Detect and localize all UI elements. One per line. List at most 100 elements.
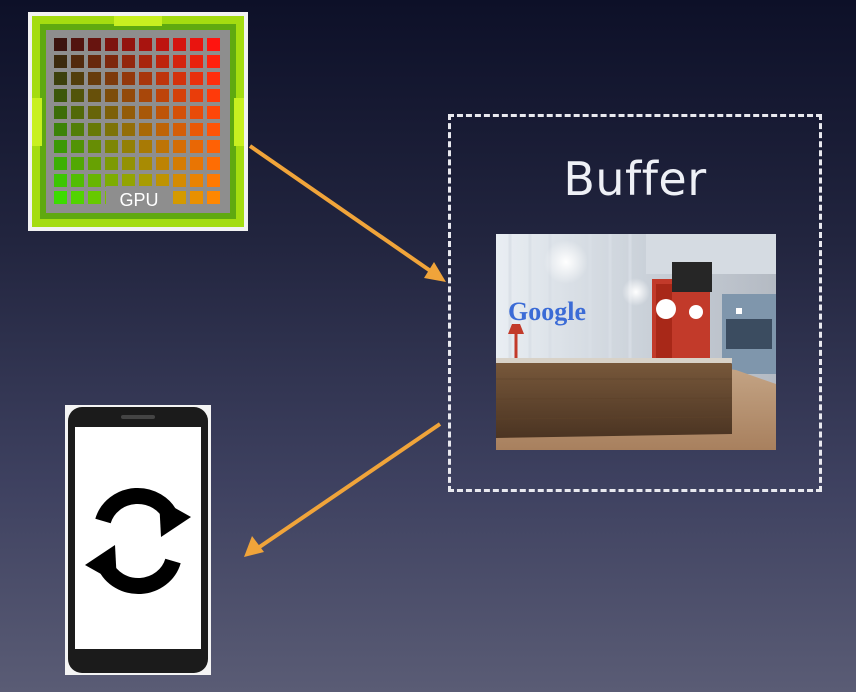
gpu-cell [139, 72, 152, 85]
gpu-cell [139, 89, 152, 102]
gpu-chip-icon: GPU [28, 12, 248, 231]
gpu-cell [173, 140, 186, 153]
gpu-cell [54, 38, 67, 51]
gpu-cell [207, 140, 220, 153]
gpu-cell [139, 55, 152, 68]
gpu-cell [54, 157, 67, 170]
gpu-cell [71, 38, 84, 51]
gpu-cell [105, 55, 118, 68]
gpu-cell [156, 157, 169, 170]
gpu-cell [105, 72, 118, 85]
gpu-cell [71, 157, 84, 170]
gpu-cell [71, 55, 84, 68]
google-logo: Google [508, 297, 586, 326]
gpu-cell [122, 55, 135, 68]
gpu-cell [207, 123, 220, 136]
gpu-cell [105, 157, 118, 170]
gpu-cell [207, 89, 220, 102]
buffer-frame [448, 114, 822, 492]
gpu-cell [88, 157, 101, 170]
gpu-cell [156, 89, 169, 102]
gpu-cell [88, 106, 101, 119]
gpu-cell [173, 174, 186, 187]
gpu-cell [156, 55, 169, 68]
gpu-cell [105, 123, 118, 136]
gpu-cell [156, 106, 169, 119]
gpu-cell [122, 89, 135, 102]
gpu-cell [173, 191, 186, 204]
office-lobby-photo: Google [496, 234, 776, 450]
gpu-cell [139, 123, 152, 136]
gpu-cell [139, 174, 152, 187]
gpu-cell [54, 55, 67, 68]
gpu-cell [156, 72, 169, 85]
gpu-cell [122, 38, 135, 51]
gpu-cell [207, 38, 220, 51]
gpu-cell [190, 72, 203, 85]
gpu-cell [207, 55, 220, 68]
gpu-cell [139, 157, 152, 170]
gpu-cell [54, 191, 67, 204]
gpu-cell [190, 191, 203, 204]
gpu-cell [88, 72, 101, 85]
gpu-cell [88, 140, 101, 153]
gpu-cell [88, 123, 101, 136]
gpu-cell [207, 191, 220, 204]
gpu-cell [54, 72, 67, 85]
gpu-cell [71, 106, 84, 119]
gpu-cell [105, 89, 118, 102]
gpu-cell [190, 157, 203, 170]
gpu-cell [173, 89, 186, 102]
gpu-cell [190, 140, 203, 153]
gpu-cell [173, 38, 186, 51]
gpu-cell [122, 106, 135, 119]
gpu-cell [122, 123, 135, 136]
gpu-cell [54, 174, 67, 187]
gpu-cell [88, 55, 101, 68]
gpu-cell [207, 106, 220, 119]
arrow-buffer-to-phone [244, 422, 442, 557]
gpu-cell [88, 191, 101, 204]
gpu-cell [173, 72, 186, 85]
gpu-cell [54, 123, 67, 136]
gpu-cell [156, 140, 169, 153]
gpu-cell [173, 123, 186, 136]
gpu-cell [122, 174, 135, 187]
gpu-cell [207, 157, 220, 170]
gpu-cell [207, 174, 220, 187]
gpu-cell [122, 157, 135, 170]
refresh-icon [85, 488, 191, 594]
gpu-cell [156, 174, 169, 187]
gpu-cell [190, 55, 203, 68]
gpu-cell [71, 123, 84, 136]
gpu-cell [139, 140, 152, 153]
gpu-cell [88, 89, 101, 102]
gpu-cell [173, 106, 186, 119]
buffer-label: Buffer [563, 152, 707, 206]
gpu-cell [105, 174, 118, 187]
gpu-cell [54, 140, 67, 153]
gpu-cell [71, 89, 84, 102]
gpu-cell [54, 89, 67, 102]
gpu-cell [173, 55, 186, 68]
gpu-cell [71, 140, 84, 153]
gpu-cell [139, 106, 152, 119]
gpu-cell [122, 140, 135, 153]
gpu-cell [122, 72, 135, 85]
gpu-cell [156, 123, 169, 136]
gpu-cell [190, 106, 203, 119]
gpu-cell [105, 106, 118, 119]
gpu-cell [207, 72, 220, 85]
gpu-cell [71, 191, 84, 204]
gpu-label: GPU [119, 190, 158, 210]
gpu-cell [156, 38, 169, 51]
gpu-cell [105, 38, 118, 51]
gpu-cell [173, 157, 186, 170]
gpu-cell [88, 38, 101, 51]
gpu-cell [190, 174, 203, 187]
smartphone-icon [65, 405, 211, 675]
gpu-cell [71, 72, 84, 85]
arrow-gpu-to-buffer [248, 144, 446, 282]
gpu-cell [105, 140, 118, 153]
